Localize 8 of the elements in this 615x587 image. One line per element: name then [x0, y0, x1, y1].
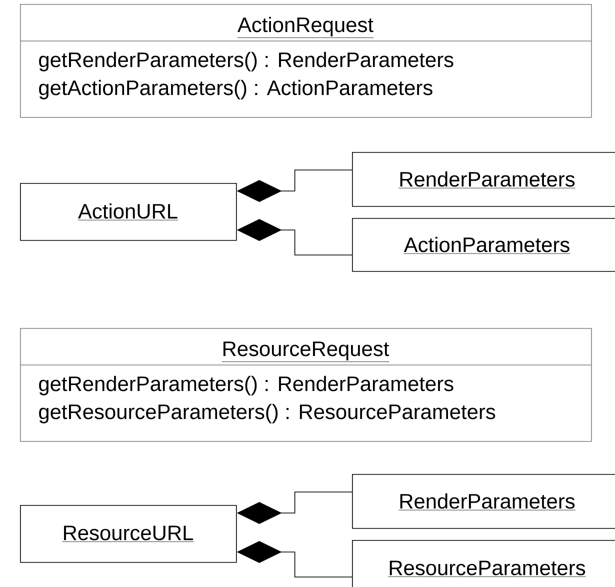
class-box: ResourceURL — [20, 505, 237, 563]
class-box: ResourceParameters — [352, 540, 615, 587]
class-box: ActionURL — [20, 183, 237, 241]
class-box: RenderParameters — [352, 152, 615, 207]
class-box: ActionParameters — [352, 218, 615, 272]
class-box: ResourceRequest getRenderParameters() : RenderParameters getResourceParameters() : ResourceParameters — [20, 328, 592, 442]
class-box: ActionRequest getRenderParameters() : RenderParameters getActionParameters() : ActionParameters — [20, 4, 592, 118]
class-box: RenderParameters — [352, 474, 615, 529]
